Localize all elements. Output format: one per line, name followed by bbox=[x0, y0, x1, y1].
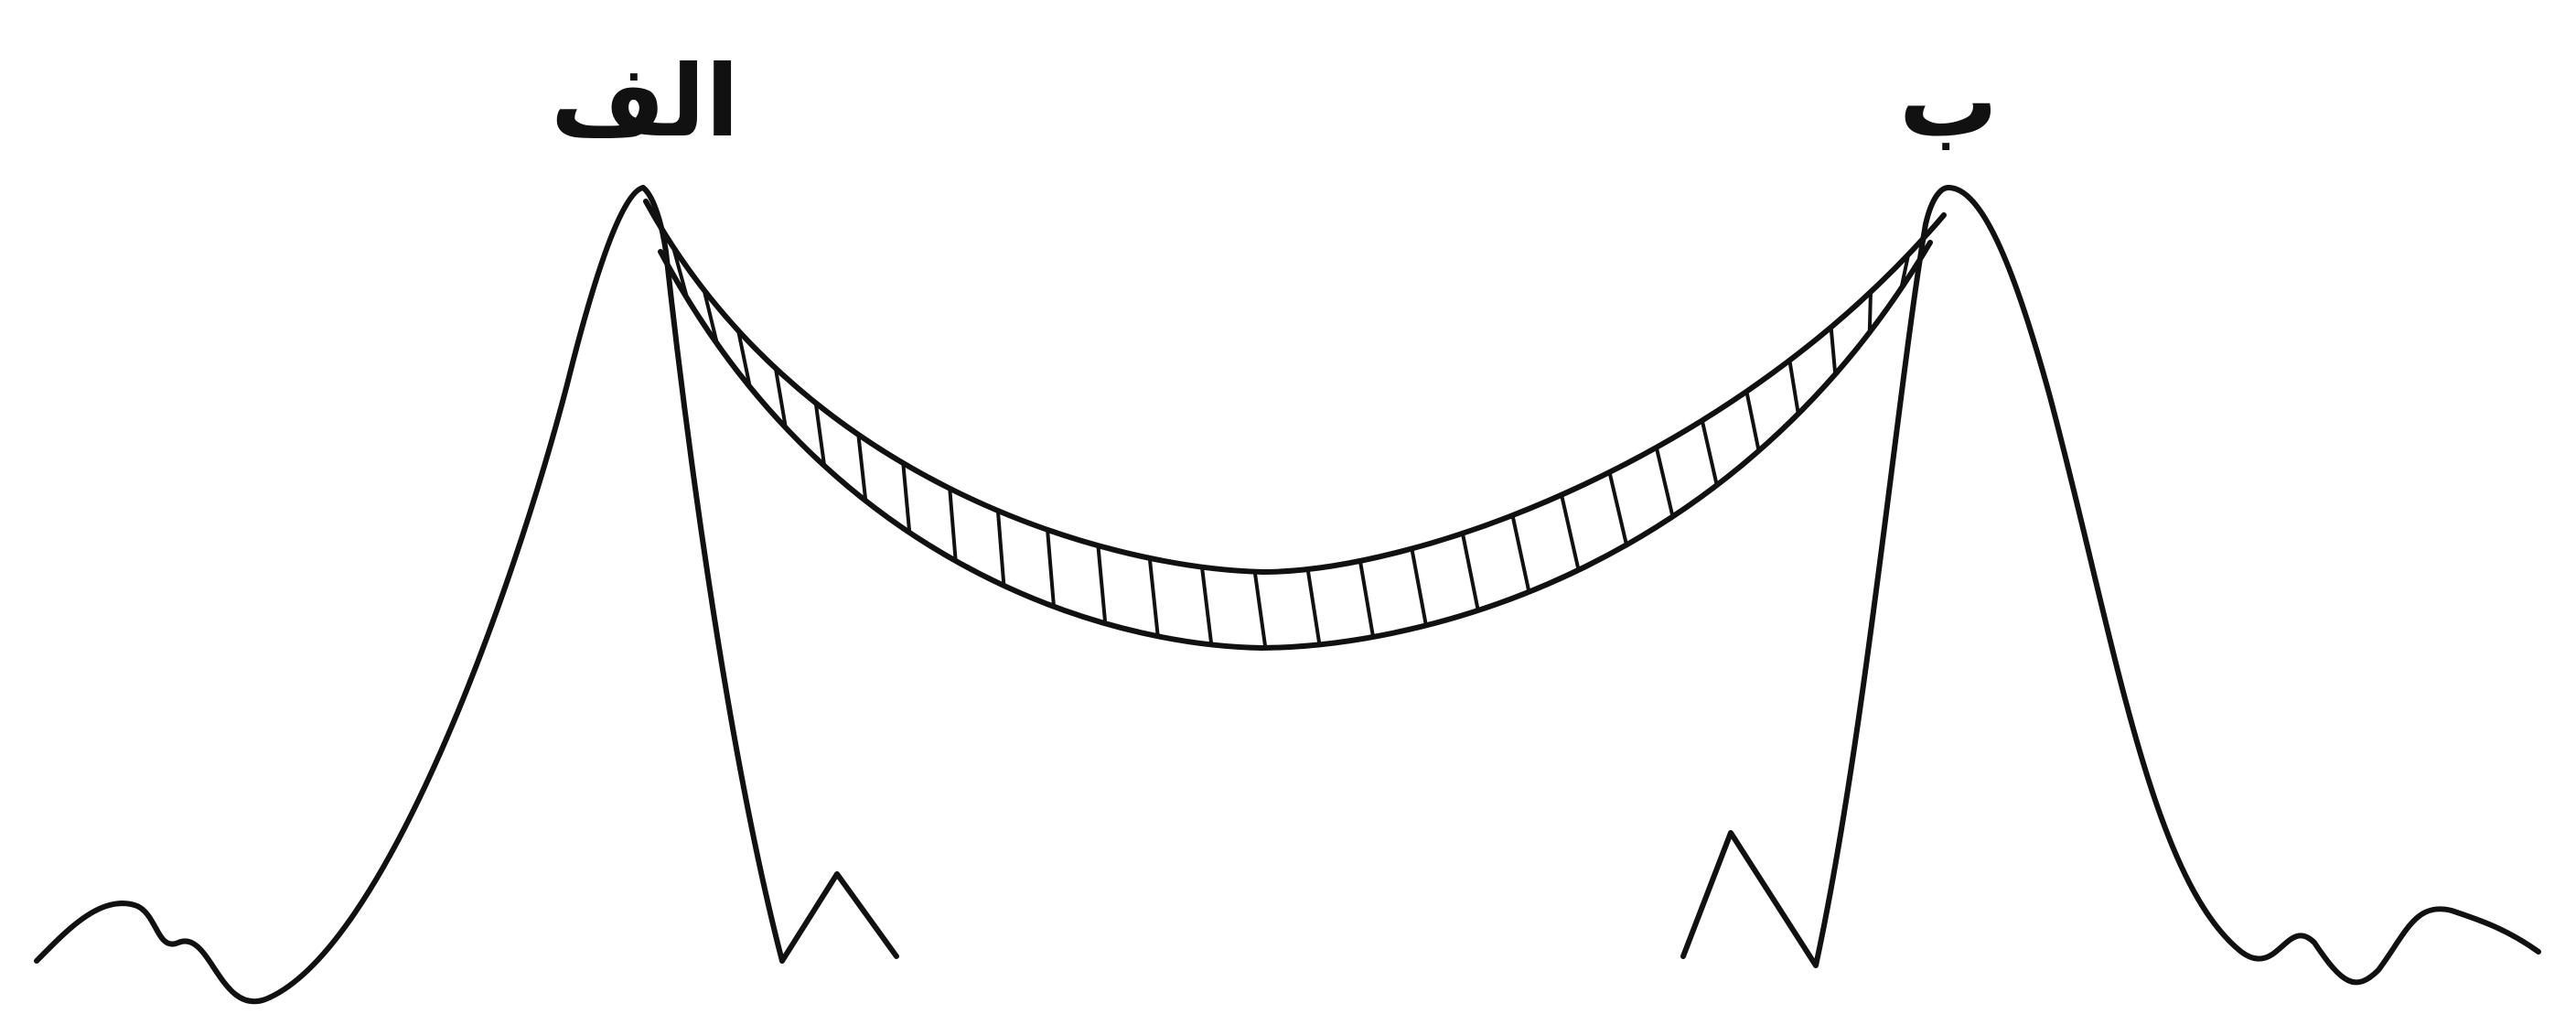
bridge-plank bbox=[950, 489, 955, 561]
bridge-plank bbox=[1609, 472, 1626, 545]
bridge-plank bbox=[1657, 448, 1673, 517]
left-mountain-inner-slope bbox=[643, 188, 896, 961]
bridge-planks bbox=[673, 247, 1908, 648]
bridge-plank bbox=[1150, 558, 1158, 636]
bridge-plank bbox=[1831, 327, 1836, 373]
bridge-plank bbox=[903, 463, 909, 533]
bridge-plank bbox=[1047, 530, 1054, 607]
bridge-plank bbox=[1702, 420, 1717, 485]
bridge-plank bbox=[1255, 572, 1266, 648]
bridge-plank bbox=[1789, 361, 1798, 414]
left-mountain-outer-slope bbox=[37, 188, 643, 1001]
bridge-plank bbox=[1202, 567, 1211, 645]
label-peak-left: الف bbox=[551, 45, 739, 159]
bridge-plank bbox=[998, 511, 1004, 586]
bridge-plank bbox=[1098, 545, 1105, 623]
bridge-plank bbox=[1512, 515, 1529, 592]
right-mountain-inner-slope bbox=[1683, 188, 1948, 965]
bridge-plank bbox=[858, 435, 865, 501]
bridge-plank bbox=[1870, 292, 1871, 332]
bridge-plank bbox=[1411, 548, 1426, 625]
right-mountain-outer-slope bbox=[1948, 188, 2538, 982]
bridge-plank bbox=[1562, 495, 1579, 570]
bridge-plank bbox=[1746, 392, 1758, 451]
label-peak-right: ب bbox=[1899, 45, 1999, 159]
bridge-lower-rope bbox=[660, 243, 1930, 648]
bridge-plank bbox=[1463, 534, 1478, 610]
bridge-plank bbox=[1308, 569, 1320, 644]
bridge-upper-rope bbox=[646, 201, 1944, 572]
bridge-plank bbox=[1360, 561, 1373, 637]
